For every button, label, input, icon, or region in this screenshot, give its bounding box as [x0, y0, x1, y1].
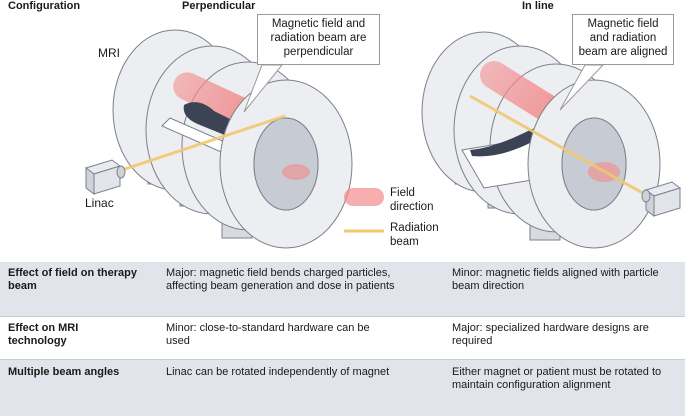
perpendicular-cell: Minor: close-to-standard hardware can be…	[166, 322, 370, 347]
mri-bore	[253, 117, 319, 211]
mri-label: MRI	[98, 46, 120, 60]
comparison-table: Effect of field on therapy beam Major: m…	[0, 262, 685, 416]
mri-linac-illustration	[84, 29, 682, 249]
row-label: Effect on MRI technology	[8, 322, 79, 347]
inline-cell: Minor: magnetic fields aligned with part…	[452, 267, 659, 292]
table-row: Multiple beam angles Linac can be rotate…	[0, 359, 685, 416]
table-row: Effect of field on therapy beam Major: m…	[0, 262, 685, 316]
header-configuration: Configuration	[8, 0, 81, 12]
callout-pointer-perpendicular	[243, 64, 284, 113]
radiation-beam-perpendicular	[121, 114, 286, 172]
legend-beam-label: Radiation beam	[390, 222, 439, 248]
table-row: Effect on MRI technology Minor: close-to…	[0, 316, 685, 359]
callout-inline: Magnetic field and radiation beam are al…	[572, 14, 674, 65]
header-inline: In line	[522, 0, 554, 12]
row-label: Effect of field on therapy beam	[8, 267, 137, 292]
linac-right	[641, 181, 682, 217]
legend-field-label: Field direction	[390, 187, 434, 213]
row-label: Multiple beam angles	[8, 366, 120, 378]
inline-cell: Major: specialized hardware designs are …	[452, 322, 649, 347]
legend-field-swatch	[344, 188, 384, 206]
callout-perpendicular: Magnetic field and radiation beam are pe…	[257, 14, 380, 65]
perpendicular-mri-scanner	[112, 29, 353, 249]
header-perpendicular: Perpendicular	[182, 0, 256, 12]
linac-left	[84, 159, 126, 195]
perpendicular-cell: Major: magnetic field bends charged part…	[166, 267, 395, 292]
perpendicular-cell: Linac can be rotated independently of ma…	[166, 366, 390, 378]
field-exit-perpendicular	[282, 164, 310, 180]
linac-label: Linac	[85, 196, 114, 210]
inline-cell: Either magnet or patient must be rotated…	[452, 366, 662, 391]
inline-mri-scanner	[421, 31, 661, 249]
callout-pointer-inline	[559, 64, 605, 111]
radiation-beam-inline	[469, 94, 649, 198]
